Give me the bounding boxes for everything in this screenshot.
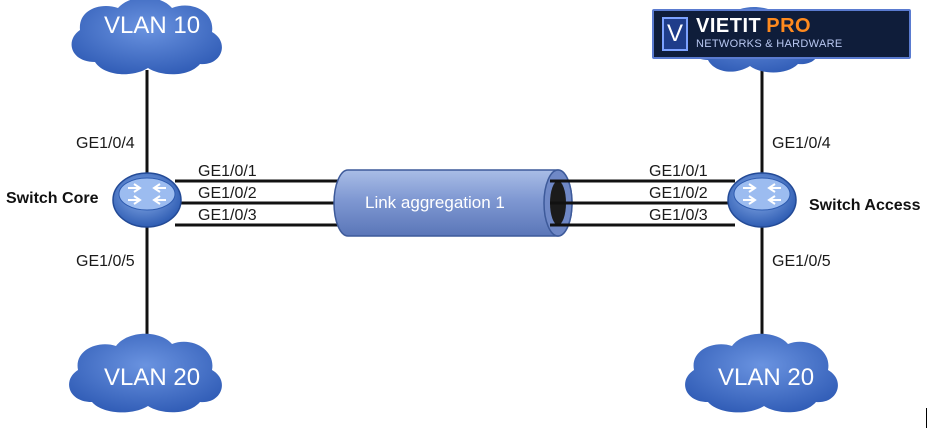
access-agg-port-3: GE1/0/3 — [649, 207, 708, 224]
access-downlink-port: GE1/0/5 — [772, 253, 831, 270]
vlan10-label: VLAN 10 — [104, 12, 200, 39]
cloud-vlan20-bottom-left: VLAN 20 — [69, 333, 222, 413]
vlan20-right-label: VLAN 20 — [718, 364, 814, 391]
link-aggregation-tube: Link aggregation 1 — [333, 169, 735, 237]
cloud-vlan10-top-left: VLAN 10 — [71, 0, 222, 75]
core-uplink-port: GE1/0/4 — [76, 135, 135, 152]
brand-name-accent: PRO — [766, 15, 812, 37]
core-agg-port-2: GE1/0/2 — [198, 185, 257, 202]
brand-name-main: VIETIT — [696, 15, 762, 37]
switch-core-icon — [112, 172, 182, 228]
switch-access-label: Switch Access — [809, 197, 921, 214]
access-uplink-port: GE1/0/4 — [772, 135, 831, 152]
link-aggregation-label: Link aggregation 1 — [365, 193, 505, 212]
vietitpro-logo-icon: V — [662, 17, 688, 51]
access-agg-port-1: GE1/0/1 — [649, 163, 708, 180]
core-downlink-port: GE1/0/5 — [76, 253, 135, 270]
vlan20-left-label: VLAN 20 — [104, 364, 200, 391]
text-cursor — [926, 408, 927, 428]
switch-core-label: Switch Core — [6, 190, 99, 207]
switch-access-icon — [727, 172, 797, 228]
core-agg-port-1: GE1/0/1 — [198, 163, 257, 180]
brand-tagline: NETWORKS & HARDWARE — [696, 38, 843, 50]
cloud-vlan20-bottom-right: VLAN 20 — [685, 333, 838, 413]
access-agg-port-2: GE1/0/2 — [649, 185, 708, 202]
core-agg-port-3: GE1/0/3 — [198, 207, 257, 224]
